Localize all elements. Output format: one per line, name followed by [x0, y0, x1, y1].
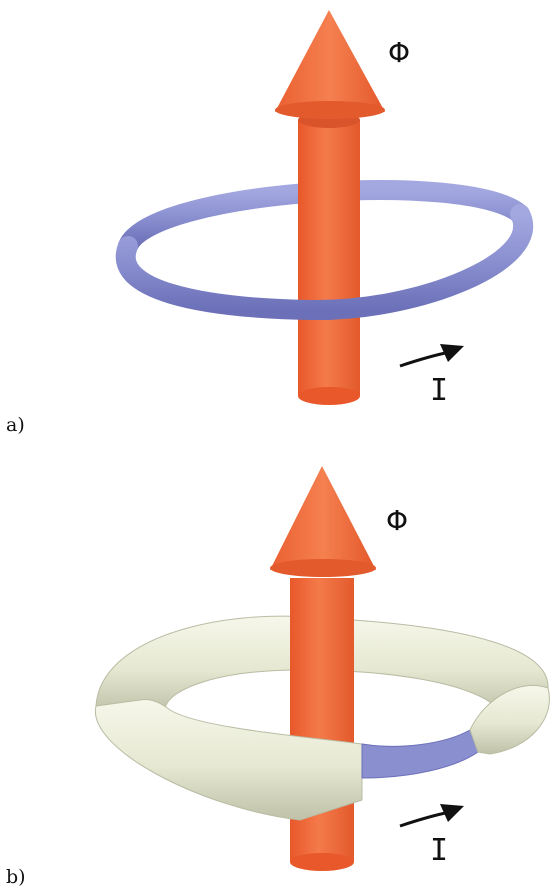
current-label: I [430, 833, 448, 868]
panel-tag: a) [6, 414, 25, 436]
arrow-shaft-base [298, 387, 360, 405]
panel-a: Φ I a) [6, 10, 534, 436]
panel-a-drawing: Φ I [115, 10, 534, 408]
panel-tag: b) [6, 866, 26, 888]
arrow-head [270, 466, 376, 570]
current-arrow [399, 344, 464, 368]
arrow-head-base [270, 559, 376, 577]
flux-arrow [270, 466, 376, 871]
flux-label: Φ [388, 36, 410, 69]
flux-label: Φ [386, 504, 408, 537]
current-arrow [399, 804, 464, 828]
torus-front [94, 699, 363, 821]
ring-front [115, 204, 534, 321]
panel-b: Φ I b) [0, 448, 556, 896]
arrow-shaft [298, 120, 360, 396]
arrow-head [275, 10, 385, 112]
current-label: I [430, 373, 448, 408]
flux-arrow [275, 10, 385, 405]
panel-b-drawing: Φ I [94, 466, 550, 871]
arrow-head-base [275, 101, 385, 119]
torus-right [469, 684, 550, 755]
arrow-shaft-base [290, 853, 354, 871]
wire-segment [361, 729, 479, 779]
